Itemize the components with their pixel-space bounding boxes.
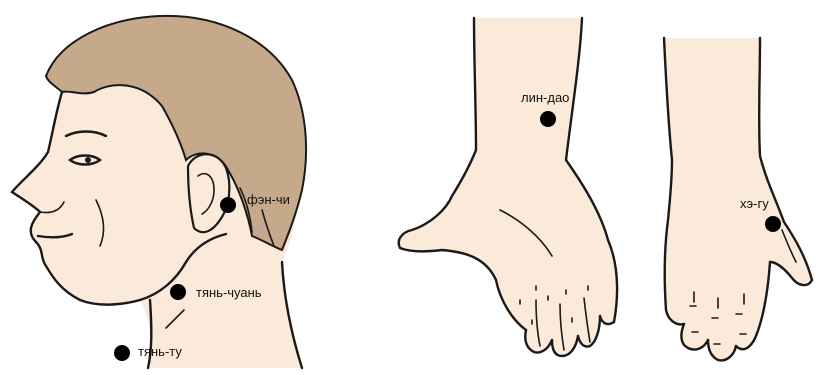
hand-back-skin — [664, 38, 812, 360]
label-ling-dao: лин-дао — [521, 90, 569, 105]
label-he-gu: хэ-гу — [740, 196, 769, 211]
label-tian-tu: тянь-ту — [138, 344, 182, 359]
label-tian-chuang: тянь-чуань — [196, 285, 262, 300]
hand-back-illustration — [664, 38, 812, 360]
wrist-palm-illustration — [399, 18, 617, 356]
point-tian-tu: тянь-ту — [114, 344, 182, 361]
label-feng-chi: фэн-чи — [247, 192, 290, 207]
